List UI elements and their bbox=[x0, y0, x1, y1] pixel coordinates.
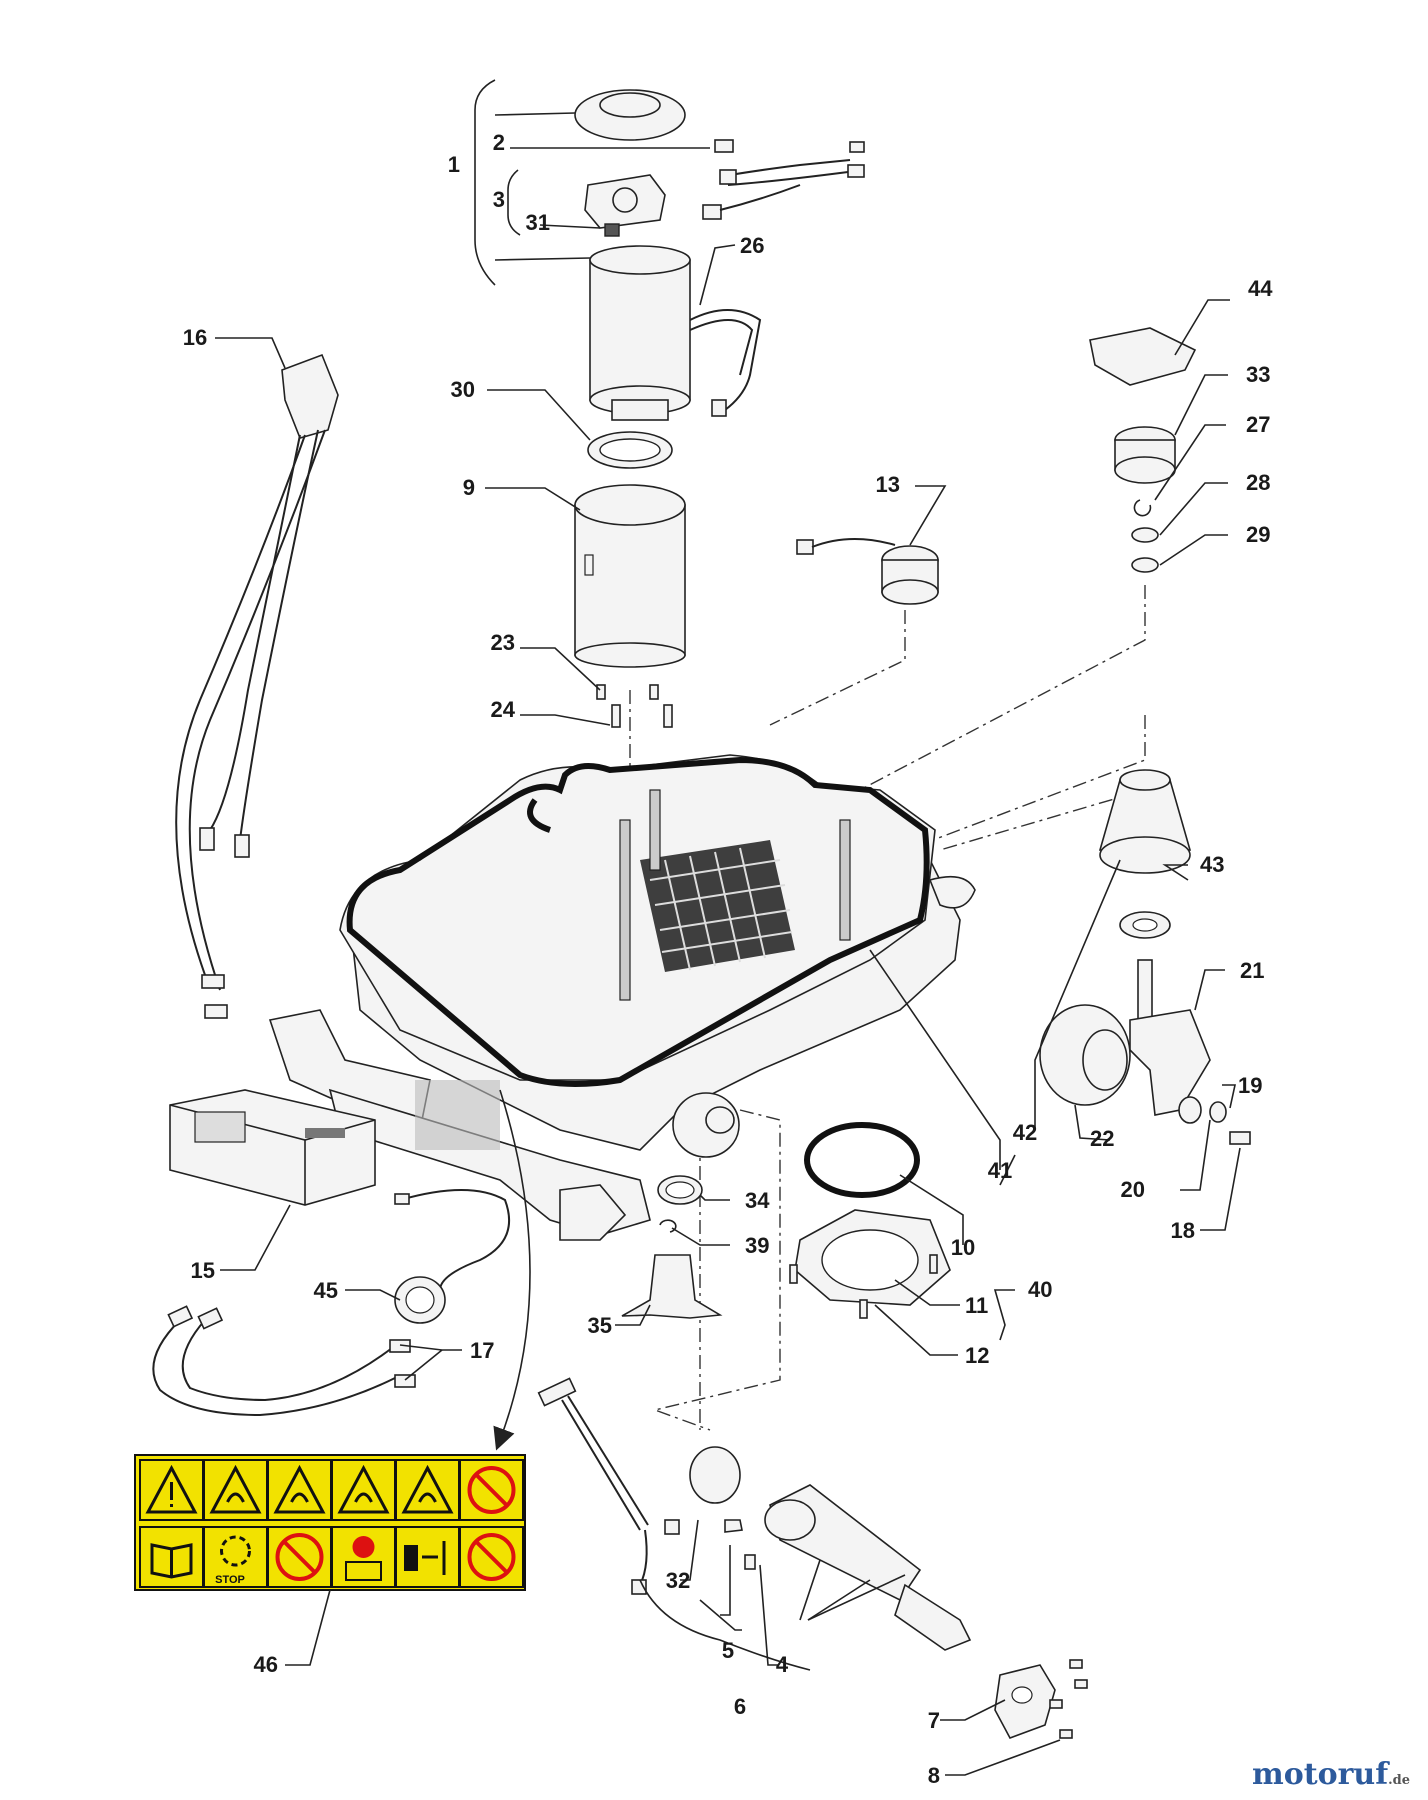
label-9: 9 bbox=[463, 475, 475, 500]
thrown-objects-icon bbox=[267, 1459, 332, 1521]
part-35-hub bbox=[672, 1092, 740, 1158]
part-labels: 1 2 3 31 26 16 30 9 13 44 33 27 28 29 23… bbox=[183, 130, 1273, 1788]
label-2: 2 bbox=[493, 130, 505, 155]
label-27: 27 bbox=[1246, 412, 1270, 437]
main-chassis bbox=[268, 754, 976, 1241]
label-23: 23 bbox=[491, 630, 515, 655]
label-24: 24 bbox=[491, 697, 516, 722]
right-top-parts bbox=[1089, 327, 1197, 573]
label-5: 5 bbox=[722, 1638, 734, 1663]
keep-distance-icon bbox=[395, 1526, 460, 1588]
no-children-icon bbox=[459, 1526, 524, 1588]
label-31: 31 bbox=[526, 210, 550, 235]
label-32: 32 bbox=[666, 1568, 690, 1593]
label-35: 35 bbox=[588, 1313, 612, 1338]
part-13-sensor bbox=[796, 538, 939, 605]
sticker-stop-text: STOP bbox=[215, 1574, 245, 1586]
label-26: 26 bbox=[740, 233, 764, 258]
screws-23-24 bbox=[596, 684, 673, 728]
leader-lines bbox=[215, 112, 1241, 1776]
label-39: 39 bbox=[745, 1233, 769, 1258]
label-8: 8 bbox=[928, 1763, 940, 1788]
cable-32 bbox=[537, 1377, 680, 1595]
label-29: 29 bbox=[1246, 522, 1270, 547]
label-43: 43 bbox=[1200, 852, 1224, 877]
box-15 bbox=[169, 1089, 376, 1206]
label-44: 44 bbox=[1248, 276, 1273, 301]
foot-blade-icon bbox=[395, 1459, 460, 1521]
no-touch-icon bbox=[459, 1459, 524, 1521]
chassis-grid bbox=[640, 840, 795, 972]
label-40: 40 bbox=[1028, 1277, 1052, 1302]
label-45: 45 bbox=[314, 1278, 338, 1303]
off-switch-icon bbox=[331, 1526, 396, 1588]
lower-center-parts bbox=[621, 1122, 951, 1319]
label-46: 46 bbox=[254, 1652, 278, 1677]
brand-name: motoruf bbox=[1251, 1757, 1389, 1792]
label-30: 30 bbox=[451, 377, 475, 402]
no-ride-icon bbox=[267, 1526, 332, 1588]
harness-16 bbox=[175, 353, 339, 1019]
rotating-blade-icon bbox=[203, 1526, 268, 1588]
part-17-cable bbox=[152, 1305, 416, 1417]
label-42: 42 bbox=[1013, 1120, 1037, 1145]
motor-6-assembly bbox=[689, 1446, 1088, 1739]
label-3: 3 bbox=[493, 187, 505, 212]
label-33: 33 bbox=[1246, 362, 1270, 387]
part-45-connector bbox=[394, 1189, 510, 1324]
warning-sticker-46: STOP bbox=[134, 1454, 526, 1591]
label-19: 19 bbox=[1238, 1073, 1262, 1098]
hand-blade-icon bbox=[331, 1459, 396, 1521]
brand-tld: .de bbox=[1388, 1773, 1410, 1788]
label-28: 28 bbox=[1246, 470, 1270, 495]
label-17: 17 bbox=[470, 1338, 494, 1363]
label-7: 7 bbox=[928, 1708, 940, 1733]
label-4: 4 bbox=[776, 1652, 789, 1677]
brand-watermark: motoruf.de bbox=[1252, 1757, 1410, 1792]
label-10: 10 bbox=[951, 1235, 975, 1260]
read-manual-icon bbox=[139, 1526, 204, 1588]
front-wheel-parts bbox=[1039, 769, 1251, 1145]
label-34: 34 bbox=[745, 1188, 770, 1213]
label-16: 16 bbox=[183, 325, 207, 350]
label-20: 20 bbox=[1121, 1177, 1145, 1202]
label-13: 13 bbox=[876, 472, 900, 497]
label-18: 18 bbox=[1171, 1218, 1195, 1243]
blade-hazard-icon bbox=[203, 1459, 268, 1521]
label-21: 21 bbox=[1240, 958, 1264, 983]
label-6: 6 bbox=[734, 1694, 746, 1719]
blade-motor-stack bbox=[474, 79, 865, 728]
label-12: 12 bbox=[965, 1343, 989, 1368]
label-15: 15 bbox=[191, 1258, 215, 1283]
warning-triangle-icon bbox=[139, 1459, 204, 1521]
label-11: 11 bbox=[965, 1293, 988, 1318]
label-22: 22 bbox=[1090, 1126, 1114, 1151]
label-41: 41 bbox=[988, 1158, 1012, 1183]
label-1: 1 bbox=[448, 152, 460, 177]
